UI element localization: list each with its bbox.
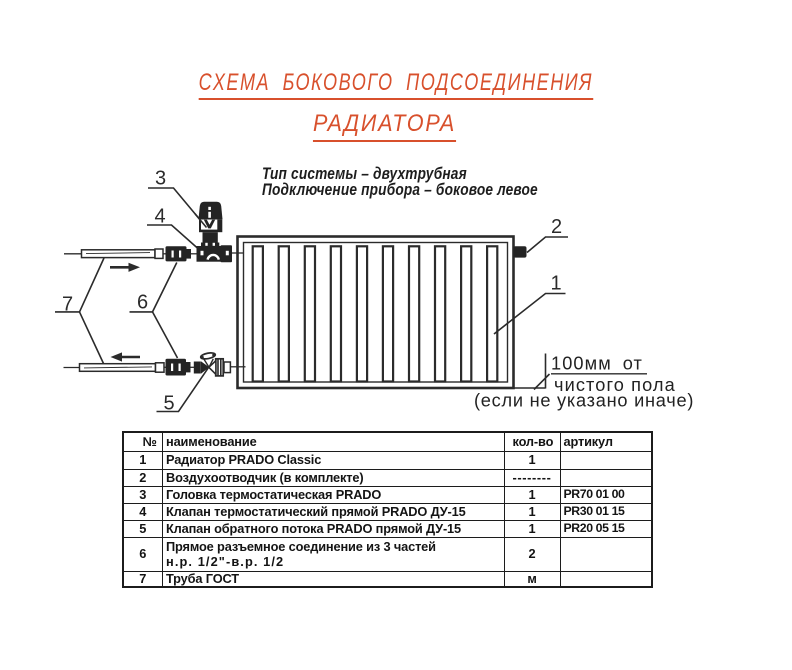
svg-text:3: 3 [155,168,166,190]
svg-text:1: 1 [550,273,561,295]
svg-text:7: 7 [62,294,73,316]
svg-text:6: 6 [137,292,148,314]
svg-text:4: 4 [154,206,165,228]
svg-text:5: 5 [163,393,174,415]
svg-text:чистого пола: чистого пола [554,375,676,395]
svg-text:(если не указано иначе): (если не указано иначе) [474,391,694,411]
svg-text:2: 2 [551,216,562,238]
svg-text:100мм от: 100мм от [551,353,643,373]
